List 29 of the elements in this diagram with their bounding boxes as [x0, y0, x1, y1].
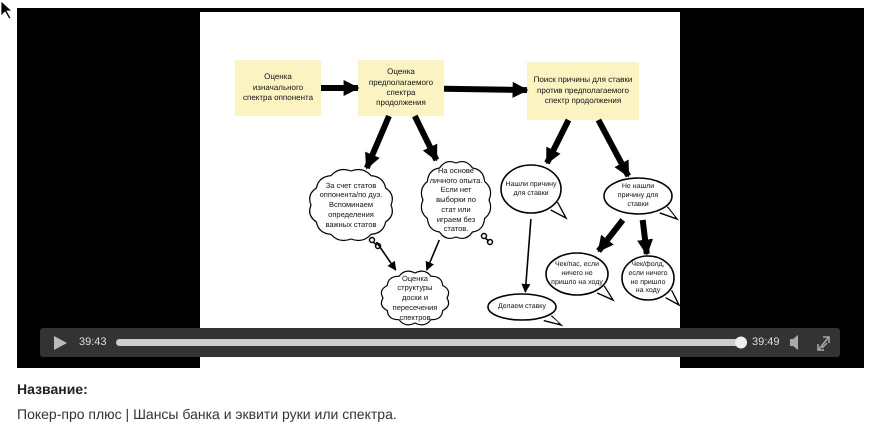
- arrow: [364, 114, 392, 170]
- field-label: Название:: [17, 381, 88, 397]
- thought-cloud: [420, 160, 492, 240]
- arrow: [596, 118, 631, 178]
- time-label: 39:43: [79, 336, 107, 348]
- arrow: [426, 240, 440, 271]
- time-label: 39:49: [752, 336, 780, 348]
- node-text: Оценка предполагаемого спектра продолжения: [368, 67, 434, 109]
- speech-bubble: [620, 254, 680, 306]
- arrow: [544, 118, 572, 164]
- arrow: [321, 80, 360, 96]
- arrow: [376, 242, 396, 271]
- arrow: [596, 218, 626, 253]
- video-title: Покер-про плюс | Шансы банка и эквити руки или спектра.: [17, 406, 397, 422]
- speech-bubble: [486, 292, 562, 326]
- arrow: [412, 114, 440, 162]
- process-box: [235, 60, 321, 116]
- node-text: Поиск причины для ставки против предполагаемого спектр продолжения: [532, 75, 634, 107]
- node-text: Оценка изначального спектра оппонента: [242, 72, 314, 104]
- process-box: [527, 62, 639, 120]
- speech-bubble: [544, 251, 614, 301]
- arrow: [521, 218, 532, 293]
- speech-bubble: [602, 176, 678, 220]
- thought-cloud: [308, 168, 394, 242]
- process-box: [358, 60, 444, 116]
- arrow: [444, 82, 529, 98]
- speech-bubble: [499, 163, 567, 219]
- thought-cloud: [380, 270, 450, 326]
- arrow: [637, 220, 654, 256]
